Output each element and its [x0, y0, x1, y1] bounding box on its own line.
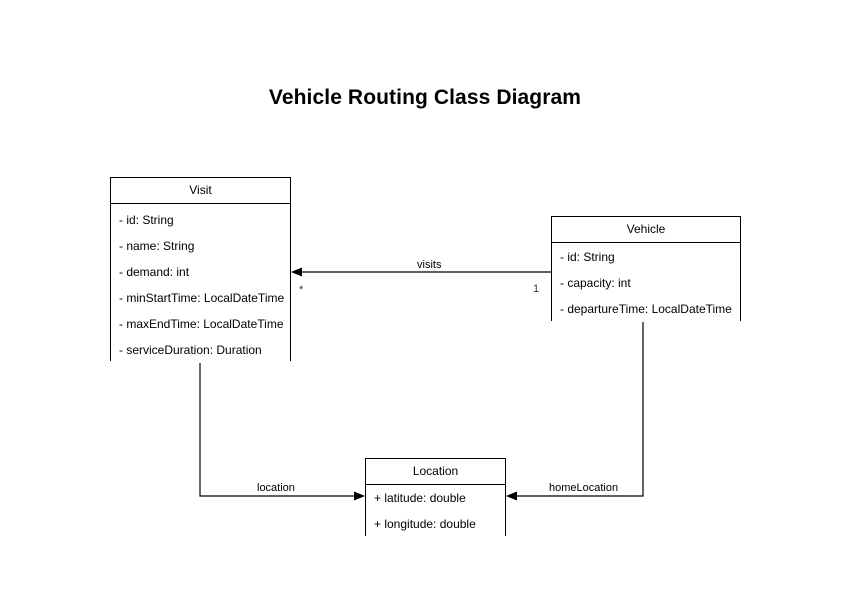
class-attribute: - capacity: int — [560, 276, 631, 290]
edge-location — [199, 361, 365, 501]
class-attribute: + longitude: double — [374, 517, 476, 531]
multiplicity-visits-target: * — [299, 284, 304, 296]
class-name-visit: Visit — [111, 178, 290, 204]
edge-label-location: location — [254, 482, 298, 494]
multiplicity-visits-source: 1 — [533, 283, 540, 295]
class-attribute: - id: String — [119, 213, 174, 227]
class-box-location[interactable]: Location + latitude: double + longitude:… — [365, 458, 506, 537]
class-attributes-vehicle: - id: String - capacity: int - departure… — [552, 243, 740, 322]
class-box-vehicle[interactable]: Vehicle - id: String - capacity: int - d… — [551, 216, 741, 322]
class-attribute: - maxEndTime: LocalDateTime — [119, 317, 284, 331]
class-attribute: - name: String — [119, 239, 195, 253]
class-attribute: - id: String — [560, 250, 615, 264]
class-attribute: - minStartTime: LocalDateTime — [119, 291, 285, 305]
class-box-visit[interactable]: Visit - id: String - name: String - dema… — [110, 177, 291, 363]
edge-label-visits: visits — [414, 259, 445, 271]
class-name-location: Location — [366, 459, 505, 485]
class-attributes-visit: - id: String - name: String - demand: in… — [111, 204, 290, 363]
edge-homelocation — [506, 321, 644, 501]
class-attribute: + latitude: double — [374, 491, 466, 505]
page-title: Vehicle Routing Class Diagram — [268, 86, 582, 109]
class-attribute: - serviceDuration: Duration — [119, 343, 262, 357]
class-attribute: - demand: int — [119, 265, 190, 279]
edge-label-homelocation: homeLocation — [546, 482, 622, 494]
class-attributes-location: + latitude: double + longitude: double — [366, 485, 505, 537]
class-name-vehicle: Vehicle — [552, 217, 740, 243]
class-attribute: - departureTime: LocalDateTime — [560, 302, 732, 316]
